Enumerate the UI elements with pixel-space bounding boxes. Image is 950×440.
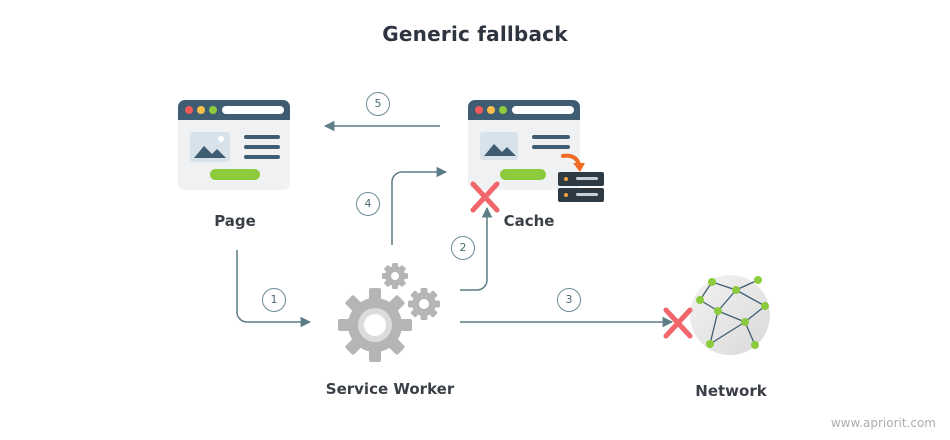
watermark: www.apriorit.com (830, 416, 936, 430)
server-storage-icon (558, 172, 604, 202)
step-badge-3: 3 (557, 288, 581, 312)
arrow-step-4 (391, 166, 448, 245)
step-badge-5: 5 (366, 92, 390, 116)
node-label-network: Network (695, 382, 767, 400)
diagram-title: Generic fallback (382, 22, 568, 46)
network-fail-cross-icon (663, 307, 693, 339)
cache-fail-cross-icon (470, 181, 500, 213)
gears-icon (338, 263, 440, 362)
node-label-cache: Cache (503, 212, 555, 230)
page-browser-window-icon (178, 100, 290, 190)
node-label-service-worker: Service Worker (325, 380, 455, 398)
step-badge-4: 4 (356, 192, 380, 216)
step-badge-2: 2 (451, 236, 475, 260)
network-globe-icon (690, 275, 770, 355)
arrow-step-1 (236, 250, 312, 328)
cache-store-arrow-icon (561, 153, 581, 166)
step-badge-1: 1 (262, 288, 286, 312)
cache-browser-window-icon (468, 100, 580, 190)
arrow-step-2 (460, 206, 493, 291)
cache-store-arrowhead-icon (573, 163, 585, 172)
node-label-page: Page (214, 212, 256, 230)
